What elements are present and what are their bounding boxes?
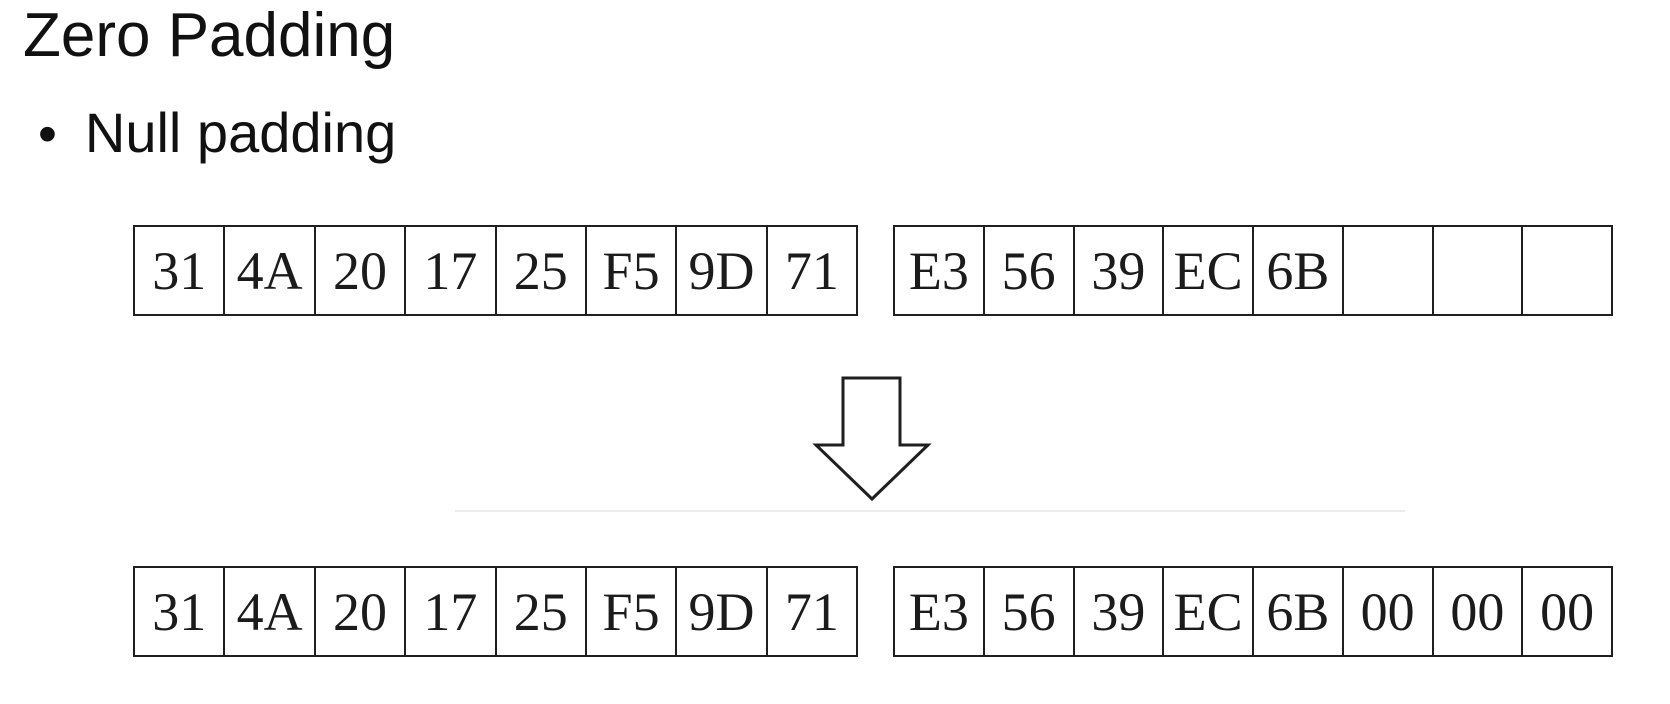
byte-cell: 31 [152,240,207,301]
byte-cell: 6B [1252,227,1342,314]
byte-cell: 9D [675,227,765,314]
byte-cell: 6B [1252,568,1342,655]
byte-cell: 17 [404,227,494,314]
byte-cell: 25 [494,227,585,314]
byte-block-after-right: E3 56 39 EC 6B 00 00 00 [893,566,1613,657]
byte-cell: 9D [675,568,765,655]
byte-cell: 31 [152,581,207,642]
byte-cell-padding: 00 [1341,568,1432,655]
byte-cell: F5 [584,568,675,655]
byte-cell-empty [1521,227,1611,314]
byte-cell: EC [1162,568,1252,655]
byte-cell: 4A [223,227,313,314]
byte-cell: 56 [982,227,1073,314]
byte-cell: E3 [908,581,969,642]
byte-block-after-left: 31 4A 20 17 25 F5 9D 71 [133,566,858,657]
byte-block-before-right: E3 56 39 EC 6B [893,225,1613,316]
byte-block-before-left: 31 4A 20 17 25 F5 9D 71 [133,225,858,316]
faint-divider-line [455,510,1405,512]
byte-cell-empty [1431,227,1522,314]
byte-cell: E3 [908,240,969,301]
byte-cell: F5 [584,227,675,314]
bullet-icon: • [38,104,57,164]
byte-cell: 20 [313,568,404,655]
byte-cell: 39 [1072,227,1163,314]
down-arrow-icon [810,375,934,502]
byte-cell-empty [1341,227,1432,314]
byte-cell: 4A [223,568,313,655]
byte-cell: 39 [1072,568,1163,655]
bullet-text: Null padding [84,101,397,164]
byte-cell: 25 [494,568,585,655]
byte-cell: 71 [765,568,856,655]
byte-cell: 56 [982,568,1073,655]
byte-cell-padding: 00 [1521,568,1611,655]
byte-cell-padding: 00 [1431,568,1522,655]
page-title: Zero Padding [23,1,396,70]
byte-cell: 71 [765,227,856,314]
byte-cell: 17 [404,568,494,655]
bullet-item: • Null padding [38,100,396,165]
byte-cell: EC [1162,227,1252,314]
byte-cell: 20 [313,227,404,314]
